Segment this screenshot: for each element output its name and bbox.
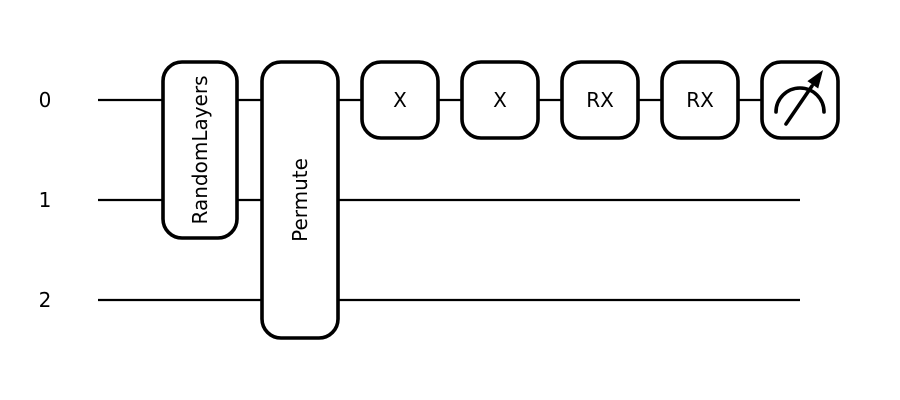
gate-permute: Permute [260, 60, 340, 340]
gate-x-2: X [460, 60, 540, 140]
gate-box-rx-2 [660, 60, 740, 140]
gate-randomlayers: RandomLayers [161, 60, 239, 240]
wire-label-0: 0 [39, 88, 52, 112]
gauge-needle [784, 84, 814, 126]
gate-label-randomlayers: RandomLayers [188, 76, 212, 225]
gauge-needle-arrowhead [807, 70, 823, 89]
measurement-gauge-icon [774, 70, 826, 126]
measurement-box [760, 60, 840, 140]
wire-label-1: 1 [39, 188, 52, 212]
gate-rx-2: RX [660, 60, 740, 140]
gate-box-x-2 [460, 60, 540, 140]
gate-label-rx-1: RX [586, 88, 614, 112]
gate-label-x-1: X [393, 88, 407, 112]
gate-label-rx-2: RX [686, 88, 714, 112]
gate-box-randomlayers [161, 60, 239, 240]
measurement-gate [760, 60, 840, 140]
gate-box-permute [260, 60, 340, 340]
gate-box-x-1 [360, 60, 440, 140]
gate-x-1: X [360, 60, 440, 140]
gauge-arc [774, 86, 826, 114]
gate-label-x-2: X [493, 88, 507, 112]
gate-label-permute: Permute [288, 158, 312, 242]
gate-box-rx-1 [560, 60, 640, 140]
wire-label-2: 2 [39, 288, 52, 312]
gate-rx-1: RX [560, 60, 640, 140]
